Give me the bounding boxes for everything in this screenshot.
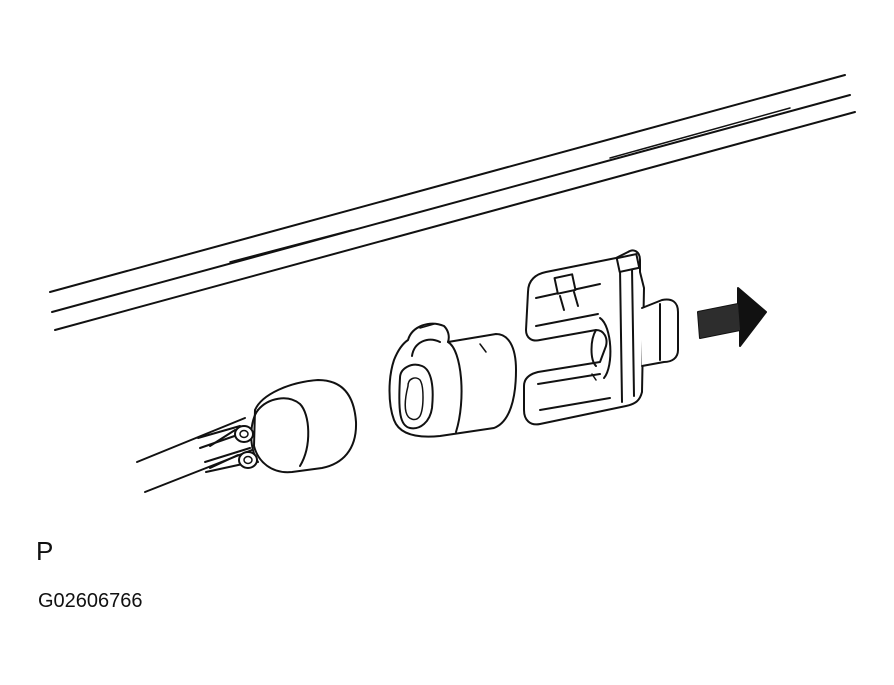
- body-panel-edge: [49, 74, 856, 331]
- figure-code-label: G02606766: [38, 590, 143, 612]
- retainer-clip: [523, 249, 679, 426]
- connector-seal: [388, 322, 517, 438]
- wire-connector: [209, 379, 358, 474]
- wire-harness: [136, 417, 253, 493]
- view-letter-label: P: [36, 536, 54, 566]
- right-arrow-icon: [697, 287, 767, 347]
